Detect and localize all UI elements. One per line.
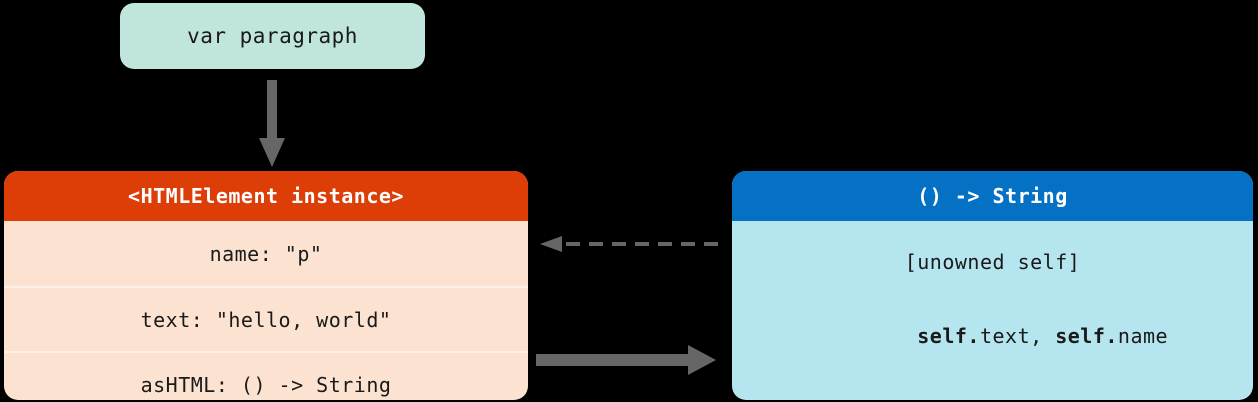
table-row: name: "p" (4, 221, 528, 286)
closure-text-member: text, (979, 323, 1056, 348)
closure-captured-references: self.text, self.name (817, 300, 1168, 372)
instance-card-header: <HTMLElement instance> (4, 171, 528, 221)
property-text: text: "hello, world" (140, 307, 392, 332)
solid-right-arrow-icon (536, 345, 716, 375)
closure-card-header: () -> String (732, 171, 1253, 221)
arrow-closure-to-instance (536, 232, 718, 256)
instance-property-list: name: "p" text: "hello, world" asHTML: (… (4, 221, 528, 400)
closure-name-member: name (1117, 323, 1169, 348)
table-row: asHTML: () -> String (4, 351, 528, 400)
closure-capture-list: [unowned self] (904, 249, 1081, 274)
closure-card-body: [unowned self] self.text, self.name (732, 221, 1253, 400)
closure-card: () -> String [unowned self] self.text, s… (732, 171, 1253, 400)
dashed-left-arrow-icon (540, 236, 718, 252)
variable-pill: var paragraph (120, 3, 425, 69)
closure-self-keyword-2: self. (1055, 323, 1118, 348)
arrow-instance-to-closure (536, 344, 718, 376)
closure-self-keyword-1: self. (917, 323, 980, 348)
variable-label: var paragraph (187, 24, 358, 48)
down-arrow-icon (259, 80, 285, 167)
arrow-variable-to-instance (257, 80, 287, 170)
property-ashtml: asHTML: () -> String (140, 372, 392, 397)
html-element-instance-card: <HTMLElement instance> name: "p" text: "… (4, 171, 528, 400)
property-name: name: "p" (209, 241, 323, 266)
table-row: text: "hello, world" (4, 286, 528, 351)
